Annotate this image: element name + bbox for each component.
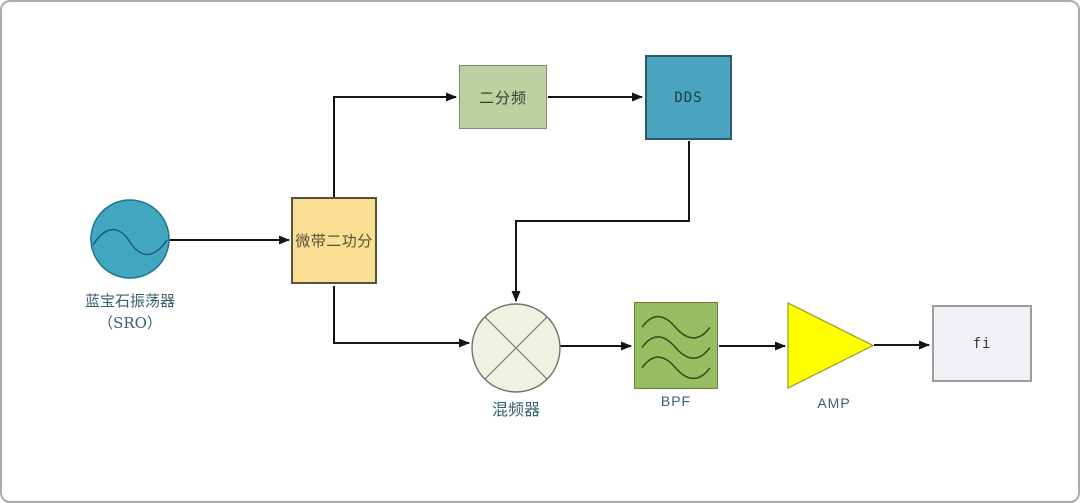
bpf-label: BPF (660, 393, 692, 409)
connector-dds-to-mixer (511, 141, 690, 302)
sro-label-line1: 蓝宝石振荡器 (84, 292, 175, 310)
amp-label: AMP (817, 395, 851, 411)
fi-label: fi (972, 335, 992, 352)
connector-divider-to-div2 (333, 92, 457, 198)
dds-label: DDS (674, 89, 703, 106)
sro-label: 蓝宝石振荡器 （SRO） (42, 290, 218, 334)
mixer-label: 混频器 (491, 400, 540, 419)
bpf-wave-icon (641, 315, 711, 380)
connector-divider-to-mixer (333, 286, 470, 348)
node-divide-by-two: 二分频 (459, 65, 547, 129)
node-bpf (634, 302, 718, 389)
node-fi-output: fi (932, 305, 1032, 382)
sro-label-line2: （SRO） (98, 314, 162, 332)
sro-oscillator-icon (90, 199, 170, 279)
amp-triangle-symbol (787, 302, 875, 389)
power-divider-label: 微带二功分 (295, 232, 373, 250)
divide-by-two-label: 二分频 (478, 88, 527, 107)
mixer-symbol (471, 303, 561, 393)
node-power-divider: 微带二功分 (291, 197, 377, 284)
node-dds: DDS (645, 55, 732, 140)
